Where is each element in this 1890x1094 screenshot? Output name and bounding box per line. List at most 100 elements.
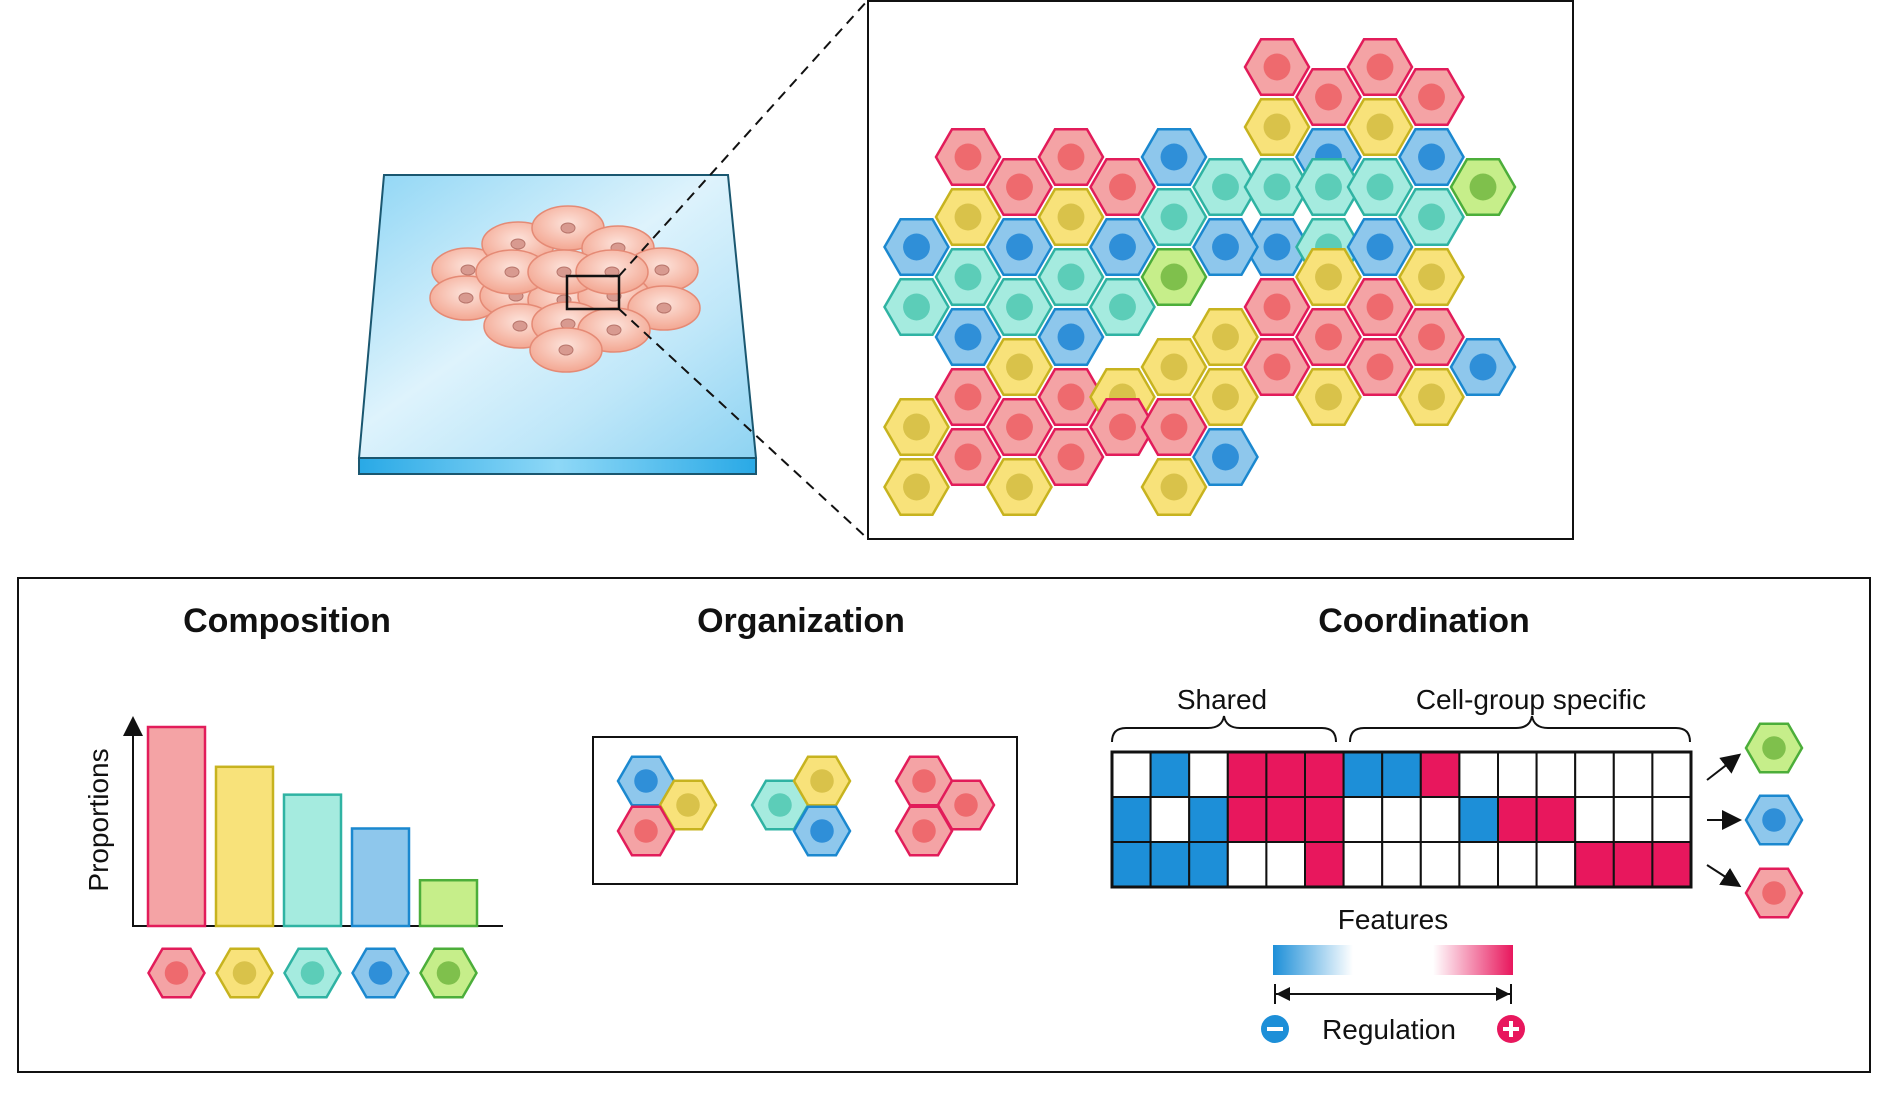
feature-heatmap [1110, 750, 1693, 889]
cell-nucleus [954, 383, 982, 411]
zoomed-red-cell [1346, 338, 1414, 396]
zoomed-teal-cell [1295, 158, 1362, 216]
cell-nucleus [1006, 473, 1033, 501]
cell-nucleus [1762, 736, 1786, 760]
cell-nucleus [1057, 323, 1085, 351]
organization-yellow-cell [658, 779, 718, 831]
heatmap-cell [1304, 751, 1345, 798]
cell-nucleus [1469, 173, 1497, 201]
heatmap-cell [1458, 751, 1500, 798]
legend-yellow-cell [215, 947, 274, 999]
heatmap-cell [1458, 796, 1500, 843]
zoomed-yellow-cell [1140, 338, 1208, 396]
heatmap-cell [1419, 796, 1461, 843]
cell-nucleus [634, 819, 658, 843]
zoomed-teal-cell [986, 278, 1053, 336]
cell-nucleus [1212, 323, 1239, 351]
heatmap-cell [1188, 796, 1229, 843]
zoomed-red-cell [934, 128, 1002, 186]
composition-legend [147, 947, 478, 999]
cell-nucleus [300, 961, 325, 985]
cell-nucleus [1366, 233, 1394, 261]
cell-nucleus [954, 443, 982, 471]
cell-nucleus [954, 323, 982, 351]
zoomed-teal-cell [1140, 188, 1208, 246]
cell-nucleus [1315, 263, 1342, 291]
zoomed-yellow-cell [1346, 98, 1414, 156]
tissue-cell [575, 249, 649, 295]
heatmap-cell [1111, 751, 1152, 798]
row-arrow [1706, 753, 1742, 781]
zoomed-blue-cell [1089, 218, 1156, 276]
cell-nucleus [1109, 413, 1136, 441]
minus-icon [1261, 1015, 1289, 1043]
zoomed-red-cell [1398, 308, 1465, 366]
cell-nucleus [1418, 383, 1445, 411]
heatmap-cell [1226, 751, 1268, 798]
heatmap-cell [1535, 841, 1577, 888]
cell-nucleus [1366, 53, 1394, 81]
organization-groups [616, 755, 996, 857]
organization-yellow-cell [792, 755, 852, 807]
zoomed-blue-cell [883, 218, 950, 276]
heatmap-cell [1226, 796, 1268, 843]
heatmap-cell [1497, 841, 1538, 888]
positive-gradient [1433, 945, 1513, 975]
zoomed-blue-cell [1449, 338, 1517, 396]
zoomed-red-cell [1089, 158, 1156, 216]
cell-nucleus [1109, 293, 1136, 321]
zoomed-yellow-cell [1398, 368, 1465, 426]
shared-brace [1111, 715, 1337, 743]
heatmap-cell [1149, 751, 1191, 798]
heatmap-cell [1574, 796, 1615, 843]
bar-yellow [214, 765, 275, 928]
bars [146, 725, 479, 928]
zoomed-yellow-cell [883, 458, 950, 516]
cell-nucleus [912, 769, 936, 793]
cell-nucleus [1263, 173, 1291, 201]
cell-nucleus [1109, 233, 1136, 261]
cell-nucleus [1263, 353, 1291, 381]
zoomed-red-cell [1243, 38, 1311, 96]
zoomed-blue-cell [934, 308, 1002, 366]
cell-nucleus [1418, 203, 1445, 231]
cell-nucleus [1109, 173, 1136, 201]
cell-nucleus [436, 961, 461, 985]
zoomed-yellow-cell [883, 398, 950, 456]
heatmap-cell [1458, 841, 1500, 888]
zoomed-yellow-cell [1398, 248, 1465, 306]
cell-nucleus [634, 769, 658, 793]
cell-nucleus [1057, 263, 1085, 291]
cell-nucleus [1366, 353, 1394, 381]
heatmap-cell [1265, 751, 1307, 798]
zoomed-teal-cell [1192, 158, 1259, 216]
plus-icon [1497, 1015, 1525, 1043]
zoomed-blue-cell [1140, 128, 1208, 186]
y-axis-label: Proportions [83, 748, 114, 891]
zoomed-teal-cell [883, 278, 950, 336]
zoomed-yellow-cell [934, 188, 1002, 246]
cell-nucleus [1418, 83, 1445, 111]
cell-nucleus [1160, 473, 1188, 501]
cell-nucleus [1057, 143, 1085, 171]
cell-nucleus [1160, 143, 1188, 171]
cell-nucleus [1418, 143, 1445, 171]
regulation-range-right-arrow [1496, 987, 1510, 1001]
cell-nucleus [1212, 443, 1239, 471]
cell-nucleus [1212, 173, 1239, 201]
bar-green [418, 878, 479, 928]
zoomed-green-cell [1449, 158, 1517, 216]
row-green-cell [1744, 722, 1804, 774]
legend-red-cell [147, 947, 206, 999]
cell-nucleus [164, 961, 189, 985]
zoom-region-box [565, 274, 621, 311]
zoomed-yellow-cell [1295, 248, 1362, 306]
row-blue-cell [1744, 794, 1804, 846]
cell-nucleus [810, 769, 834, 793]
zoomed-yellow-cell [986, 338, 1053, 396]
cell-nucleus [903, 233, 930, 261]
heatmap-cell [1188, 841, 1229, 888]
cell-nucleus [1263, 293, 1291, 321]
zoom-line-bottom [618, 308, 869, 540]
